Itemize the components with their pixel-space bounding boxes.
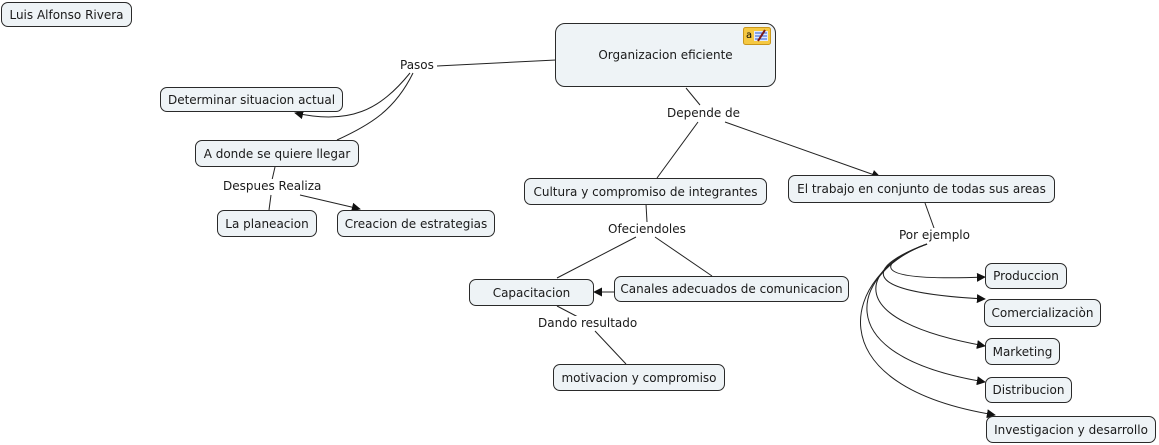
link-despues-estrategias [299,194,361,212]
concept-la-planeacion[interactable]: La planeacion [217,210,317,237]
concept-motivacion-compromiso[interactable]: motivacion y compromiso [553,364,725,391]
concept-label: Produccion [993,269,1059,283]
link-ejemplo-comercializacion [882,243,986,304]
link-dando-motivacion [594,330,627,365]
note-icon[interactable]: a [743,27,771,45]
link-ejemplo-distribucion [866,243,986,386]
link-trabajo-ejemplo [924,202,935,229]
concept-label: Capacitacion [492,285,571,300]
link-ejemplo-investigacion [860,243,996,419]
concept-label: Investigacion y desarrollo [994,422,1148,437]
concept-label: El trabajo en conjunto de todas sus area… [797,182,1046,196]
link-label-ofeciendoles[interactable]: Ofeciendoles [607,222,687,236]
concept-determinar-situacion[interactable]: Determinar situacion actual [160,87,343,112]
link-cultura-ofeciendoles [645,203,648,223]
concept-capacitacion[interactable]: Capacitacion [469,279,594,306]
concept-label: A donde se quiere llegar [203,146,351,161]
concept-label: Canales adecuados de comunicacion [620,282,843,296]
concept-label: Comercializaciòn [991,306,1094,320]
link-capacitacion-dando [556,305,579,318]
link-main-depende [685,87,701,106]
link-ofeciendoles-capacitacion [556,236,637,279]
link-label-dando-resultado[interactable]: Dando resultado [537,316,639,330]
link-ofeciendoles-canales [654,236,713,277]
concept-label: Cultura y compromiso de integrantes [533,184,758,199]
concept-label: La planeacion [225,216,309,231]
concept-comercializacion[interactable]: Comercializaciòn [984,299,1101,327]
link-label-por-ejemplo[interactable]: Por ejemplo [898,228,971,242]
concept-produccion[interactable]: Produccion [985,263,1067,289]
link-despues-planeacion [268,194,272,211]
concept-investigacion-desarrollo[interactable]: Investigacion y desarrollo [986,416,1156,443]
concept-label: motivacion y compromiso [561,370,717,385]
svg-text:a: a [746,30,752,41]
concept-label: Distribucion [992,383,1065,397]
link-depende-cultura [656,121,699,179]
link-label-depende-de[interactable]: Depende de [666,106,742,120]
concept-label: Determinar situacion actual [167,92,336,107]
link-pasos-determinar [294,72,411,120]
author-node[interactable]: Luis Alfonso Rivera [1,2,132,27]
concept-a-donde-llegar[interactable]: A donde se quiere llegar [195,140,359,167]
link-label-pasos[interactable]: Pasos [399,58,435,72]
link-ejemplo-produccion [890,243,986,282]
link-label-despues-realiza[interactable]: Despues Realiza [222,179,323,193]
concept-cultura-compromiso[interactable]: Cultura y compromiso de integrantes [524,178,767,205]
concept-marketing[interactable]: Marketing [985,338,1060,365]
concept-creacion-estrategias[interactable]: Creacion de estrategias [337,210,495,237]
main-concept-label: Organizacion eficiente [598,48,733,62]
link-main-pasos [436,59,557,67]
link-depende-trabajo [724,121,881,179]
concept-organizacion-eficiente[interactable]: Organizacion eficiente a [555,23,776,87]
link-pasos-adonde [336,72,414,141]
concept-canales-comunicacion[interactable]: Canales adecuados de comunicacion [614,276,849,302]
concept-distribucion[interactable]: Distribucion [985,377,1072,403]
link-ejemplo-marketing [875,243,986,349]
concept-trabajo-conjunto[interactable]: El trabajo en conjunto de todas sus area… [788,175,1055,203]
author-name: Luis Alfonso Rivera [9,7,124,22]
link-adonde-despues [271,166,276,181]
concept-label: Creacion de estrategias [344,216,488,231]
concept-label: Marketing [992,344,1053,359]
